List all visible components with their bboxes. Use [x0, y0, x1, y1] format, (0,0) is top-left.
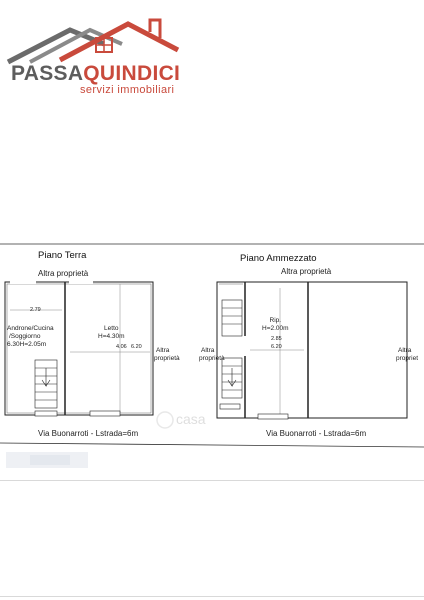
plan-left-top-neighbor: Altra proprietà — [38, 269, 89, 278]
plan-right-street: Via Buonarroti - Lstrada=6m — [266, 429, 367, 438]
plan-left-room2-name: Letto H=4.30m — [98, 325, 125, 340]
plan-left-room1-dim: 2.79 — [30, 307, 41, 313]
plan-right-room-name: Rip. H=2.00m — [262, 317, 289, 332]
scan-line — [0, 596, 424, 597]
plan-left-room2-dim1: 4.06 — [116, 344, 127, 350]
plan-right-right-neighbor: Altra propriet — [396, 347, 419, 362]
plan-left-title: Piano Terra — [38, 250, 87, 261]
plan-right-room-dim2: 6.20 — [271, 344, 282, 350]
brand-name: PASSAQUINDICI — [11, 62, 181, 85]
plan-left-room2-dim2: 6.20 — [131, 344, 142, 350]
floor-plan: Piano Terra Altra proprietà 2.79 Androne… — [0, 240, 424, 460]
floor-plan-drawing — [0, 243, 424, 448]
scan-line — [0, 480, 424, 481]
plan-left-right-neighbor: Altra proprietà — [154, 347, 180, 362]
agency-logo: PASSAQUINDICI servizi immobiliari — [0, 0, 200, 110]
watermark: casa — [176, 411, 206, 427]
plan-right-room-dim1: 2.85 — [271, 336, 282, 342]
brand-tagline: servizi immobiliari — [80, 84, 175, 96]
plan-left-street: Via Buonarroti - Lstrada=6m — [38, 429, 139, 438]
scan-smear — [30, 455, 70, 465]
plan-right-left-neighbor: Altra proprietà — [199, 347, 225, 362]
house-roof-icon — [6, 18, 180, 65]
plan-left-room1-name: Androne/Cucina /Soggiorno 6.30H=2.05m — [7, 325, 54, 348]
plan-right-title: Piano Ammezzato — [240, 253, 317, 264]
watermark-icon — [156, 411, 174, 429]
plan-right-top-neighbor: Altra proprietà — [281, 267, 332, 276]
